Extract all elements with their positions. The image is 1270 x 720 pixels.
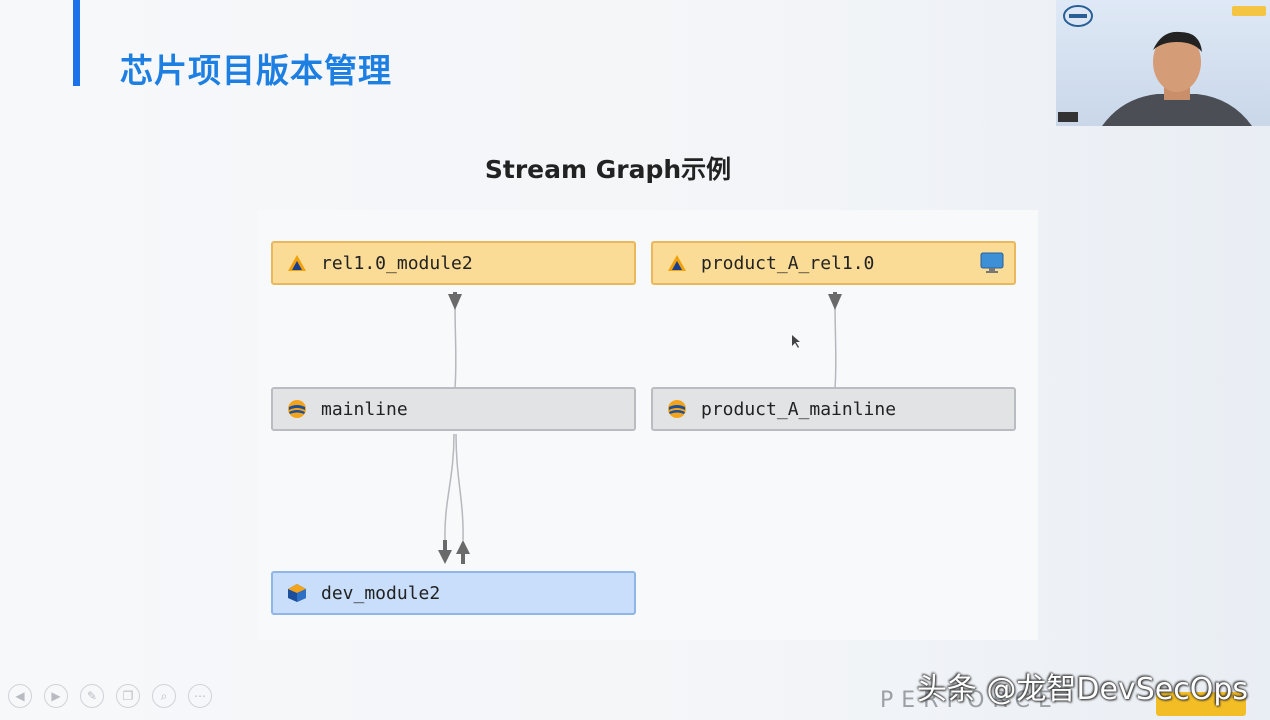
watermark-text: 头条 @龙智DevSecOps: [916, 672, 1248, 707]
arrow-up-icon: [456, 540, 470, 554]
stream-node-product-a-mainline[interactable]: product_A_mainline: [651, 387, 1016, 431]
caption-tag-icon: [1058, 112, 1078, 122]
organization-logo-icon: [1063, 5, 1093, 27]
release-stream-icon: [285, 251, 309, 275]
title-accent-bar: [73, 0, 80, 86]
perforce-brand-text: PERFORCE: [880, 688, 1060, 713]
broadcast-badge-icon: [1232, 6, 1266, 16]
link-rel-to-mainline: [454, 299, 457, 389]
stream-node-label: mainline: [321, 398, 408, 420]
arrow-stem: [453, 292, 457, 300]
pen-tool-icon[interactable]: ✎: [80, 684, 104, 708]
stream-node-label: product_A_mainline: [701, 398, 897, 420]
link-product-rel-to-mainline: [834, 299, 837, 389]
link-mainline-to-dev-up: [455, 433, 464, 541]
arrow-down-icon: [448, 294, 462, 310]
slide-title: 芯片项目版本管理: [120, 51, 392, 90]
mainline-stream-icon: [285, 397, 309, 421]
stream-node-mainline[interactable]: mainline: [271, 387, 636, 431]
event-logo-icon: [1156, 692, 1246, 716]
arrow-down-icon: [828, 294, 842, 310]
arrow-stem: [443, 540, 447, 550]
stream-node-dev-module2[interactable]: dev_module2: [271, 571, 636, 615]
next-slide-button[interactable]: ▶: [44, 684, 68, 708]
presentation-toolbar: ◀ ▶ ✎ ❐ ⌕ ⋯: [0, 684, 212, 708]
webcam-video-feed: [1056, 0, 1270, 126]
stream-node-rel1-module2[interactable]: rel1.0_module2: [271, 241, 636, 285]
link-mainline-to-dev-down: [444, 433, 455, 541]
stream-graph-canvas: rel1.0_module2 product_A_rel1.0 mainline…: [258, 210, 1038, 640]
mouse-cursor-icon: [792, 335, 800, 348]
stream-node-label: rel1.0_module2: [321, 252, 473, 274]
arrow-down-icon: [438, 550, 452, 564]
stream-links: [438, 292, 842, 564]
stream-node-label: dev_module2: [321, 582, 441, 604]
dev-stream-icon: [285, 581, 309, 605]
arrow-stem: [833, 292, 837, 300]
mainline-stream-icon: [665, 397, 689, 421]
diagram-title: Stream Graph示例: [484, 155, 732, 184]
previous-slide-button[interactable]: ◀: [8, 684, 32, 708]
zoom-icon[interactable]: ⌕: [152, 684, 176, 708]
presenter-avatar: [1102, 31, 1252, 126]
more-options-icon[interactable]: ⋯: [188, 684, 212, 708]
arrow-stem: [461, 554, 465, 564]
release-stream-icon: [665, 251, 689, 275]
stream-node-product-a-rel[interactable]: product_A_rel1.0: [651, 241, 1016, 285]
stream-node-label: product_A_rel1.0: [701, 252, 875, 274]
monitor-icon[interactable]: [980, 252, 1004, 279]
copy-icon[interactable]: ❐: [116, 684, 140, 708]
